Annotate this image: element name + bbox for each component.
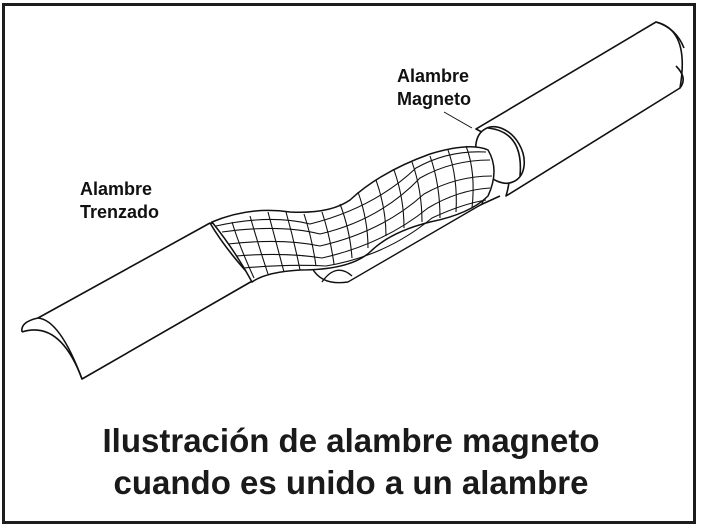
wire-splice-drawing [21,21,685,380]
braided-wire-label-line1: Alambre [80,179,153,199]
label-leaders [443,111,473,129]
caption-line-1: Ilustración de alambre magneto [102,422,600,459]
magnet-wire-sheath [474,21,685,207]
caption-line-2: cuando es unido a un alambre [113,464,589,501]
magnet-wire-label: Alambre Magneto [397,65,471,111]
braided-wire-label: Alambre Trenzado [80,178,159,224]
braided-mesh [210,145,495,284]
magnet-wire-label-line2: Magneto [397,89,471,109]
braided-wire-sheath [21,222,255,380]
braided-wire-label-line2: Trenzado [80,202,160,222]
magnet-wire-label-line1: Alambre [397,66,470,86]
